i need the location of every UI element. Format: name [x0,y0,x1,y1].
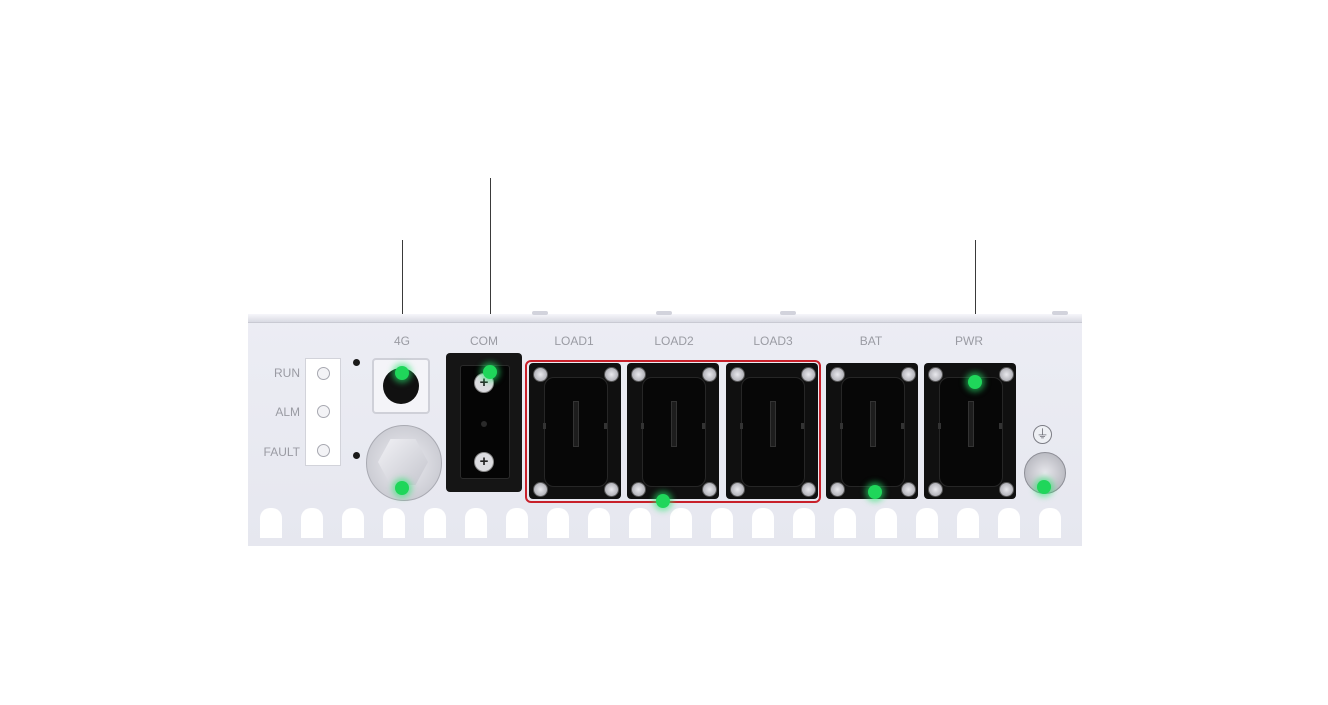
screw-icon [999,367,1014,382]
load-group-highlight [525,360,821,503]
latch-tick-icon [641,423,644,429]
4g-antenna-hotspot[interactable] [395,366,409,380]
com-port-hotspot[interactable] [483,365,497,379]
screw-icon [999,482,1014,497]
indicator-dot-icon [353,452,360,459]
heatsink-fin-gap [752,508,774,538]
screw-icon [533,367,548,382]
heatsink-fin-gap [834,508,856,538]
heatsink-fin-gap [547,508,569,538]
antenna-leader-line [402,240,403,372]
screw-icon [901,482,916,497]
heatsink-fin-gap [342,508,364,538]
heatsink-fin-gap [875,508,897,538]
latch-tick-icon [999,423,1002,429]
latch-tick-icon [604,423,607,429]
heatsink-fin-gap [957,508,979,538]
label-load3: LOAD3 [753,334,793,348]
heatsink-fin-gap [793,508,815,538]
bat-connector[interactable] [826,363,918,499]
plus-screw-icon: + [474,452,494,472]
screw-icon [604,367,619,382]
screw-icon [702,482,717,497]
latch-tick-icon [938,423,941,429]
screw-icon [830,367,845,382]
indicator-dot-icon [353,359,360,366]
label-com: COM [470,334,498,348]
mount-ear [532,311,548,315]
screw-icon [928,482,943,497]
screw-icon [801,482,816,497]
pwr-connector[interactable] [924,363,1016,499]
screw-icon [631,482,646,497]
load-group-hotspot[interactable] [656,494,670,508]
led-label-alm: ALM [275,405,300,419]
led-label-fault: FAULT [263,445,300,459]
alm-led-icon [317,405,330,418]
heatsink-fin-gap [1039,508,1061,538]
latch-tick-icon [543,423,546,429]
screw-icon [801,367,816,382]
latch-tick-icon [901,423,904,429]
pwr-port-hotspot[interactable] [968,375,982,389]
latch-tick-icon [801,423,804,429]
connector-slot-icon [770,401,776,447]
heatsink-fin-gap [465,508,487,538]
screw-icon [631,367,646,382]
heatsink-fin-gap [383,508,405,538]
cable-gland-hotspot[interactable] [395,481,409,495]
latch-tick-icon [840,423,843,429]
run-led-icon [317,367,330,380]
fault-led-icon [317,444,330,457]
screw-icon [901,367,916,382]
cable-gland-nut-icon [378,439,428,485]
heatsink-fin-gap [711,508,733,538]
screw-icon [702,367,717,382]
com-center-dot-icon [481,421,487,427]
connector-slot-icon [870,401,876,447]
screw-icon [604,482,619,497]
latch-tick-icon [702,423,705,429]
label-load1: LOAD1 [554,334,594,348]
screw-icon [730,367,745,382]
screw-icon [730,482,745,497]
heatsink-fin-gap [260,508,282,538]
led-label-run: RUN [274,366,300,380]
load1-connector[interactable] [529,363,621,499]
enclosure-top-edge [248,314,1082,323]
com-leader-line [490,178,491,372]
latch-tick-icon [740,423,743,429]
label-4g: 4G [393,334,410,348]
heatsink-fin-gap [301,508,323,538]
mount-ear [1052,311,1068,315]
screw-icon [928,367,943,382]
heatsink-fin-gap [588,508,610,538]
pwr-leader-line [975,240,976,382]
heatsink-fin-gap [998,508,1020,538]
label-bat: BAT [859,334,883,348]
label-load2: LOAD2 [654,334,694,348]
load2-connector[interactable] [627,363,719,499]
heatsink-fin-gap [670,508,692,538]
label-pwr: PWR [955,334,983,348]
mount-ear [656,311,672,315]
ground-terminal-hotspot[interactable] [1037,480,1051,494]
connector-slot-icon [671,401,677,447]
mount-ear [780,311,796,315]
screw-icon [533,482,548,497]
connector-slot-icon [573,401,579,447]
screw-icon [830,482,845,497]
heatsink-fin-gap [916,508,938,538]
led-strip [305,358,341,466]
connector-slot-icon [968,401,974,447]
bat-port-hotspot[interactable] [868,485,882,499]
heatsink-fin-gap [506,508,528,538]
ground-symbol-icon: ⏚ [1033,425,1052,444]
heatsink-fin-gap [629,508,651,538]
heatsink-fin-gap [424,508,446,538]
load3-connector[interactable] [726,363,818,499]
